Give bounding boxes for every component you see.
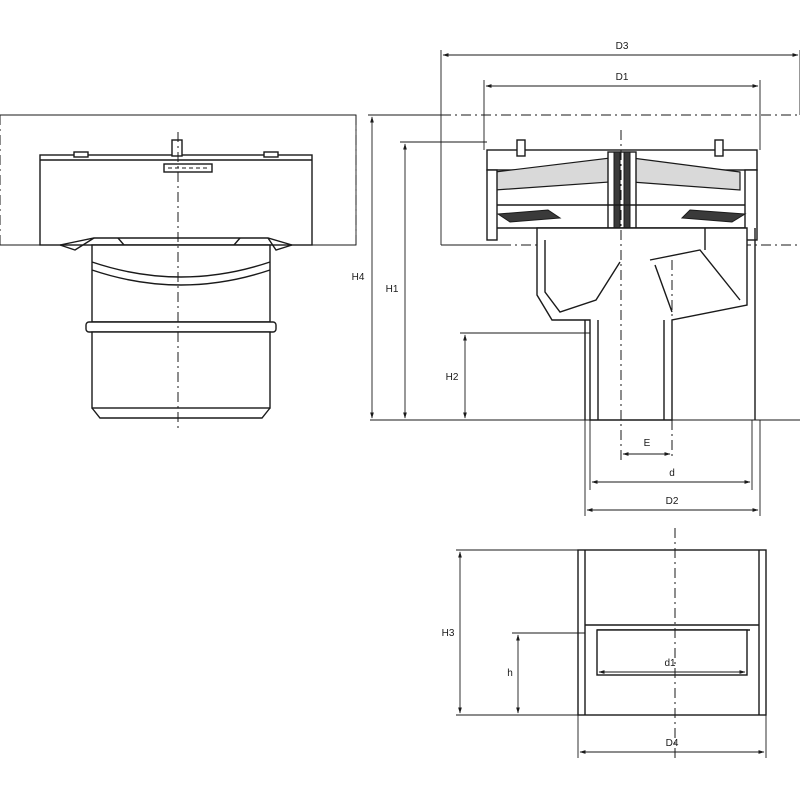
label-e: E <box>644 438 651 449</box>
dimensions-left: H4 H1 H2 <box>352 114 590 419</box>
section-view <box>370 114 800 460</box>
side-view <box>0 114 357 432</box>
label-h3: H3 <box>442 628 455 639</box>
bolt <box>171 139 183 157</box>
outlet-pipe <box>91 331 271 409</box>
trap-body <box>91 244 271 323</box>
dimensions-bottom: E d D2 <box>584 420 761 516</box>
label-d2: D2 <box>666 496 679 507</box>
label-d1: D1 <box>616 72 629 83</box>
left-seal <box>496 209 562 223</box>
body-section <box>536 227 748 421</box>
label-h1: H1 <box>386 284 399 295</box>
label-h4: H4 <box>352 272 365 283</box>
socket-inner <box>596 629 748 676</box>
dimensions-top: D3 D1 <box>440 41 800 150</box>
label-d4: D4 <box>666 738 679 749</box>
label-d3: D3 <box>616 41 629 52</box>
body-ring <box>85 321 277 333</box>
label-d1-small: d1 <box>664 658 676 669</box>
right-seal <box>680 209 747 223</box>
label-d: d <box>669 468 675 479</box>
socket-view: H3 h d1 D4 <box>442 528 767 760</box>
label-h2: H2 <box>446 372 459 383</box>
label-h: h <box>507 668 513 679</box>
